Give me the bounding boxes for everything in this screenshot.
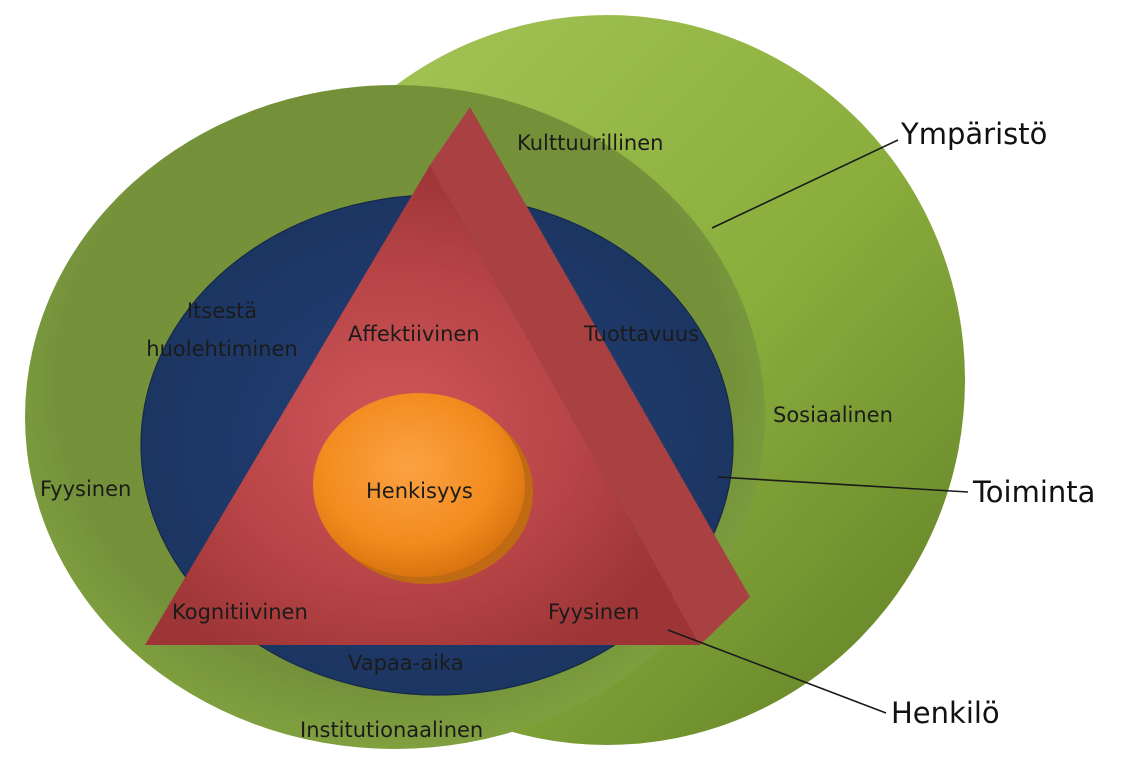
person-leader-line xyxy=(667,629,887,714)
callout-person: Henkilö xyxy=(891,696,1000,730)
occupation-label-self-care-line2: huolehtiminen xyxy=(146,337,297,361)
environment-label-institutional: Institutionaalinen xyxy=(300,718,483,742)
spirituality-core xyxy=(313,393,525,577)
occupation-label-leisure: Vapaa-aika xyxy=(348,651,464,675)
environment-label-social: Sosiaalinen xyxy=(773,403,893,427)
person-label-cognitive: Kognitiivinen xyxy=(172,600,308,624)
environment-label-physical: Fyysinen xyxy=(40,477,131,501)
person-label-physical: Fyysinen xyxy=(548,600,639,624)
spirituality-label: Henkisyys xyxy=(366,479,473,503)
occupation-label-self-care-line1: Itsestä xyxy=(187,299,257,323)
environment-leader-line xyxy=(711,139,899,229)
callout-environment: Ympäristö xyxy=(900,117,1047,151)
person-label-affective: Affektiivinen xyxy=(348,322,480,346)
occupation-label-productivity: Tuottavuus xyxy=(583,322,699,346)
environment-label-cultural: Kulttuurillinen xyxy=(517,131,663,155)
person-triangle-side xyxy=(430,107,750,645)
occupation-leader-line xyxy=(717,476,969,493)
callout-occupation: Toiminta xyxy=(972,475,1095,509)
